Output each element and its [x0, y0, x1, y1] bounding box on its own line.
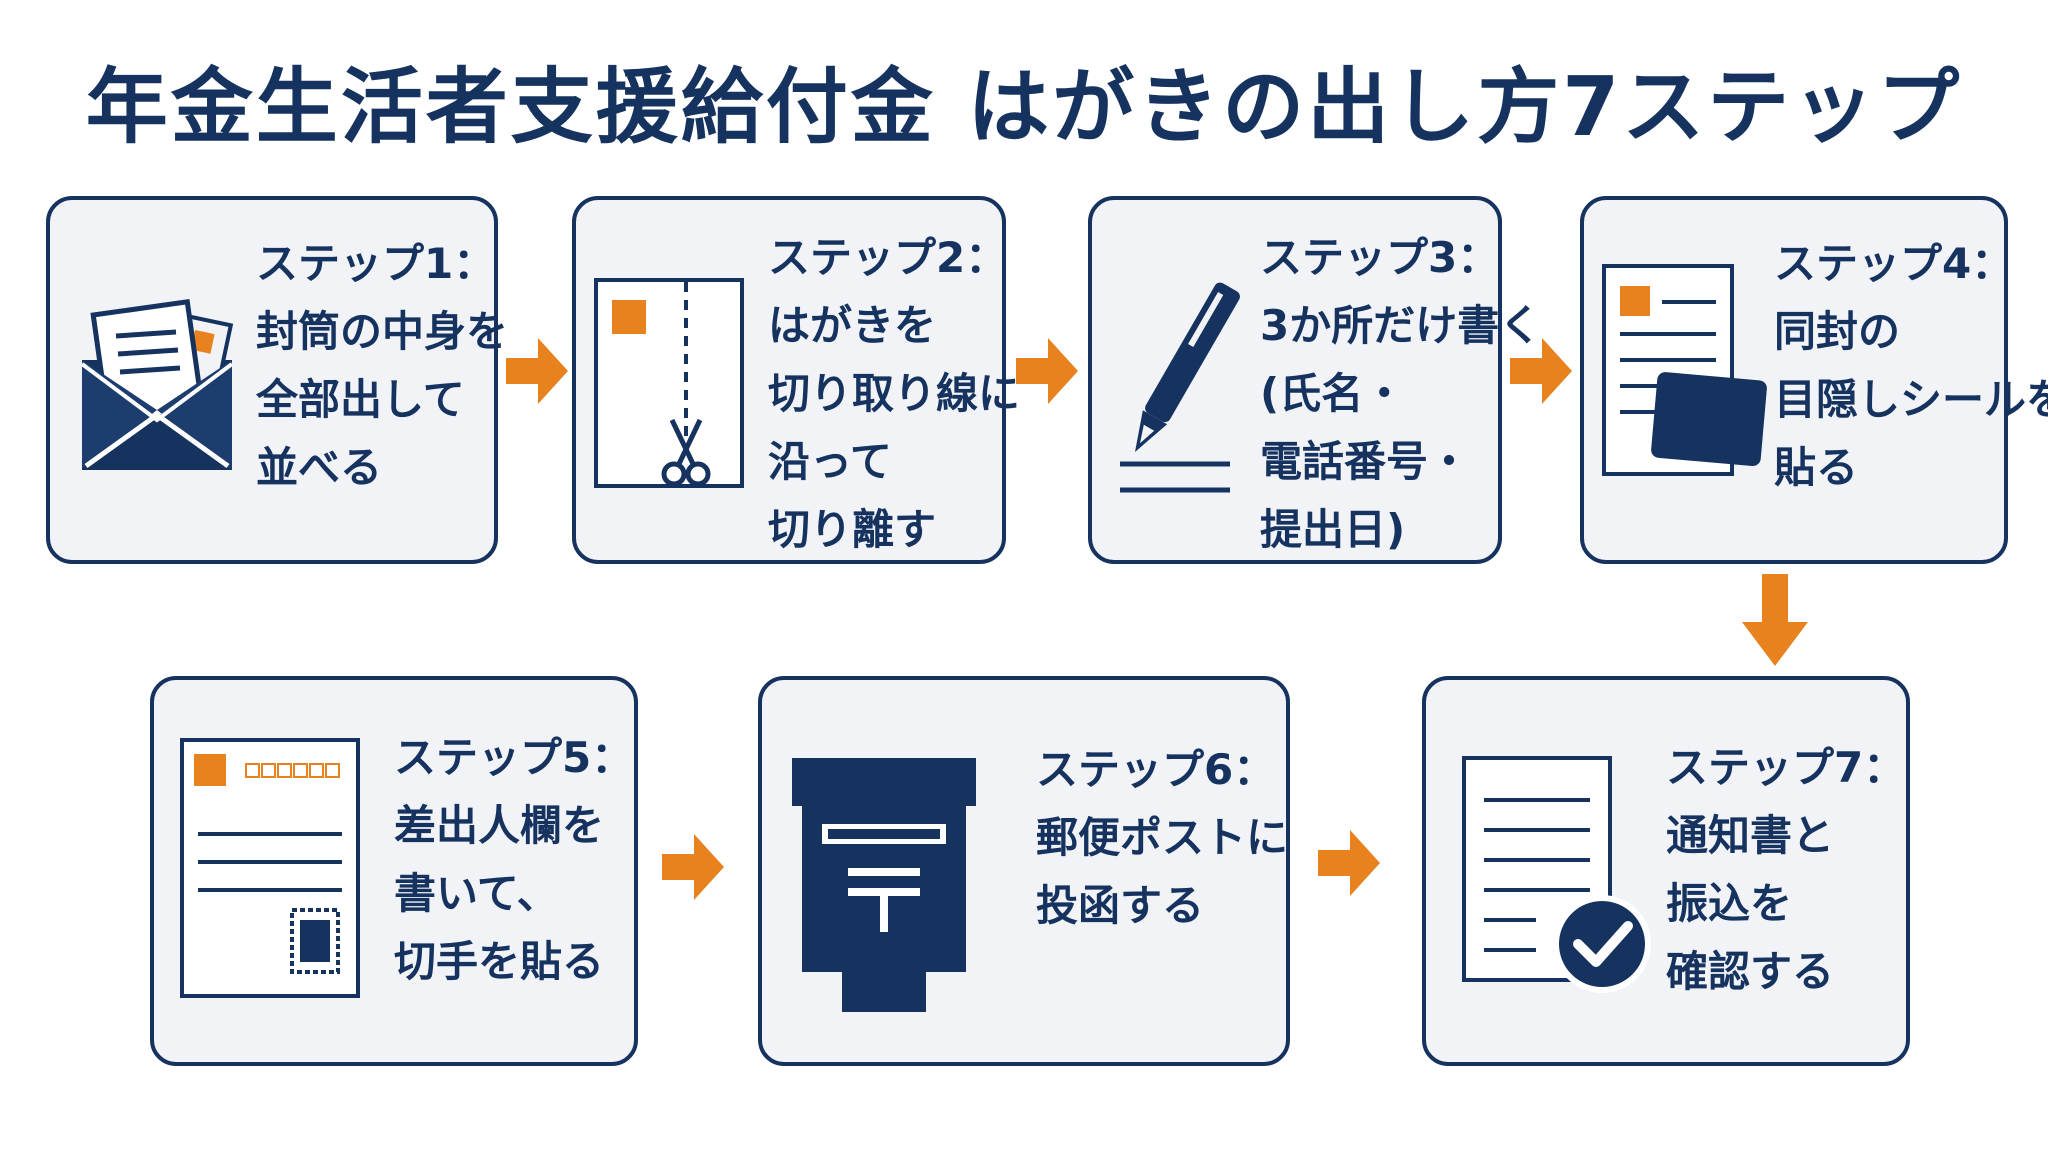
step-line: 切り取り線に [768, 369, 1021, 418]
step-card-6: ステップ6： 郵便ポストに 投函する [758, 676, 1290, 1066]
step-label: ステップ4： [1774, 239, 2014, 288]
step-text-5: ステップ5： 差出人欄を 書いて、 切手を貼る [394, 724, 633, 996]
step-line: 差出人欄を [394, 801, 605, 850]
arrow-right-icon [1016, 338, 1078, 404]
step-line: 目隠しシールを [1774, 375, 2048, 424]
arrow-right-icon [662, 834, 724, 900]
step-text-2: ステップ2： はがきを 切り取り線に 沿って 切り離す [768, 224, 1020, 564]
step-card-3: ステップ3： 3か所だけ書く (氏名・ 電話番号・ 提出日) [1088, 196, 1541, 564]
step-line: 3か所だけ書く [1260, 301, 1542, 350]
step-text-7: ステップ7： 通知書と 振込を 確認する [1666, 734, 1905, 1006]
step-label: ステップ3： [1260, 233, 1500, 282]
postcard-stamp-icon [180, 738, 360, 998]
arrow-right-icon [1318, 830, 1380, 896]
page-title: 年金生活者支援給付金 はがきの出し方7ステップ [85, 60, 1963, 155]
document-check-icon [1462, 756, 1651, 993]
step-line: (氏名・ [1260, 369, 1406, 418]
arrow-down-icon [1742, 574, 1808, 666]
step-line: 切手を貼る [394, 937, 605, 986]
step-line: 貼る [1774, 443, 1859, 492]
step-card-2: ステップ2： はがきを 切り取り線に 沿って 切り離す [572, 196, 1020, 564]
step-text-6: ステップ6： 郵便ポストに 投函する [1036, 736, 1288, 940]
step-line: 振込を [1666, 879, 1793, 928]
step-card-4: ステップ4： 同封の 目隠しシールを 貼る [1580, 196, 2048, 564]
step-card-1: ステップ1： 封筒の中身を 全部出して 並べる [46, 196, 508, 564]
step-line: 全部出して [256, 375, 465, 424]
step-line: 並べる [256, 443, 383, 492]
seal-sticker-icon [1602, 264, 1767, 476]
step-label: ステップ5： [394, 733, 634, 782]
step-line: 通知書と [1666, 811, 1835, 860]
step-line: 確認する [1666, 947, 1835, 996]
step-text-4: ステップ4： 同封の 目隠しシールを 貼る [1774, 230, 2048, 502]
arrow-right-icon [506, 338, 568, 404]
step-line: 沿って [768, 437, 892, 486]
postbox-icon [792, 758, 976, 1012]
step-text-1: ステップ1： 封筒の中身を 全部出して 並べる [256, 230, 508, 502]
step-line: 投函する [1036, 881, 1205, 930]
step-line: 封筒の中身を [256, 307, 509, 356]
step-line: 同封の [1774, 307, 1901, 356]
scissors-card-icon [594, 278, 744, 488]
step-text-3: ステップ3： 3か所だけ書く (氏名・ 電話番号・ 提出日) [1260, 224, 1541, 564]
step-line: 切り離す [768, 505, 937, 554]
step-line: 電話番号・ [1260, 437, 1471, 486]
step-label: ステップ2： [768, 233, 1008, 282]
step-line: はがきを [768, 301, 937, 350]
arrow-right-icon [1510, 338, 1572, 404]
step-line: 郵便ポストに [1036, 813, 1289, 862]
step-label: ステップ7： [1666, 743, 1906, 792]
step-label: ステップ1： [256, 239, 496, 288]
step-line: 提出日) [1260, 505, 1406, 554]
step-card-5: ステップ5： 差出人欄を 書いて、 切手を貼る [150, 676, 638, 1066]
pen-icon [1120, 282, 1240, 493]
envelope-icon [80, 299, 234, 470]
step-line: 書いて、 [394, 869, 559, 918]
step-card-7: ステップ7： 通知書と 振込を 確認する [1422, 676, 1910, 1066]
step-label: ステップ6： [1036, 745, 1276, 794]
